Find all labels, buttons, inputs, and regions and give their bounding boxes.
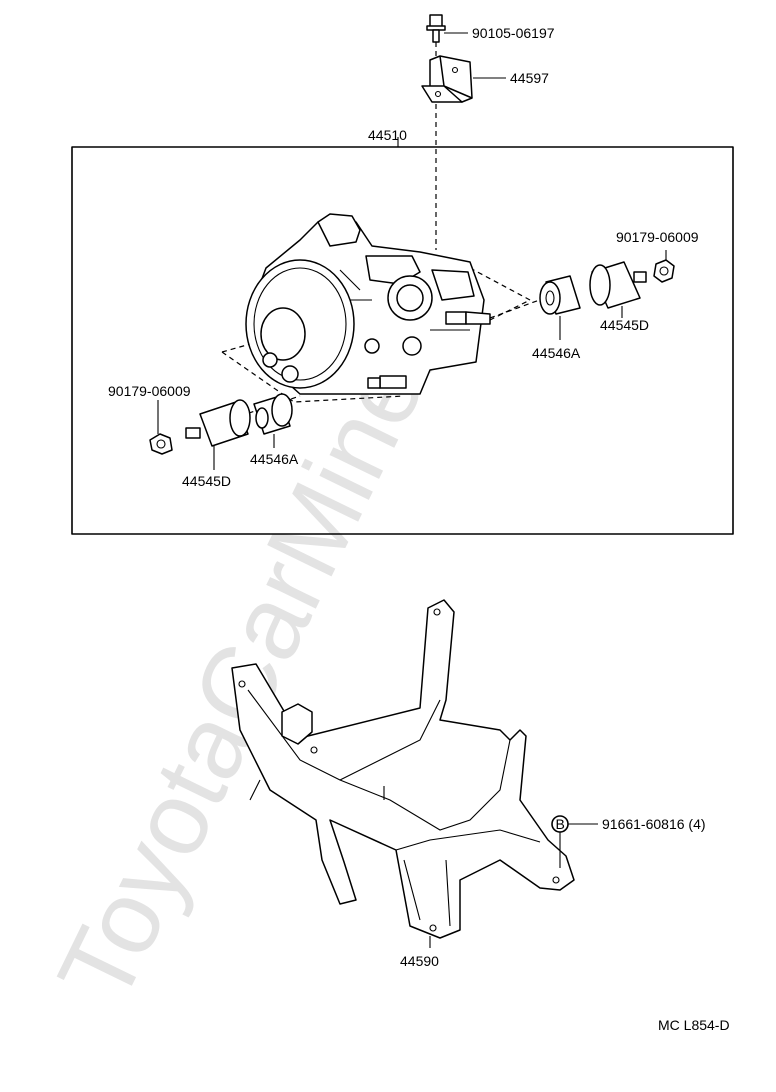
cushion-44545D-right[interactable] [589,261,647,309]
label-44546A-right: 44546A [532,345,581,361]
bracket-44597[interactable] [421,55,473,103]
bolt-marker-b: B [556,816,565,832]
label-44590: 44590 [400,953,439,969]
grommet-44546A-left[interactable] [253,393,293,435]
label-44510: 44510 [368,127,407,143]
bolt-90105-06197[interactable] [426,14,446,43]
nut-90179-06009-left[interactable] [149,433,173,455]
label-44597: 44597 [510,70,549,86]
bracket-44590[interactable] [231,599,575,939]
label-44546A-left: 44546A [250,451,299,467]
grommet-44546A-right[interactable] [539,275,581,315]
nut-90179-06009-right[interactable] [653,259,675,283]
abs-actuator[interactable] [245,213,491,395]
label-44545D-left: 44545D [182,473,231,489]
diagram-code: MC L854-D [658,1017,730,1033]
assembly-frame [71,146,734,535]
label-90179-06009-left: 90179-06009 [108,383,191,399]
label-90105-06197: 90105-06197 [472,25,555,41]
align-right-cushion [489,297,546,319]
label-91661-60816: 91661-60816 (4) [602,816,706,832]
label-90179-06009-right: 90179-06009 [616,229,699,245]
label-44545D-right: 44545D [600,317,649,333]
cushion-44545D-left[interactable] [185,399,251,447]
